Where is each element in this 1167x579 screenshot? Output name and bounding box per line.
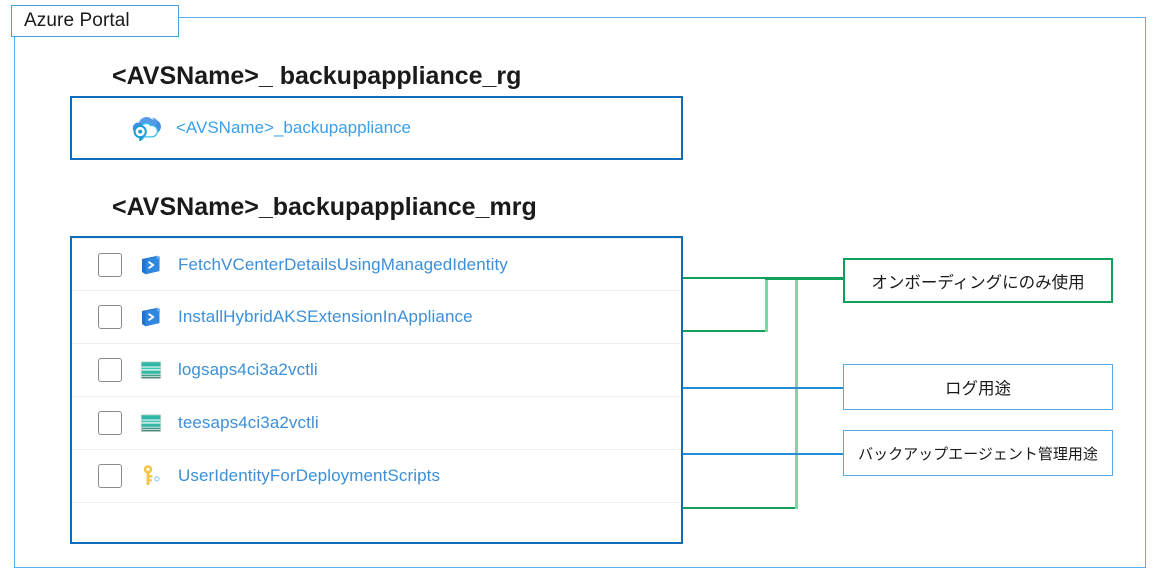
resource-row-installhybridaks[interactable]: InstallHybridAKSExtensionInAppliance xyxy=(72,291,681,344)
resource-name-label: logsaps4ci3a2vctli xyxy=(178,360,318,379)
resource-row-logsaps[interactable]: logsaps4ci3a2vctli xyxy=(72,344,681,397)
row-checkbox[interactable] xyxy=(98,358,122,382)
connector-row2-to-onboarding xyxy=(683,330,767,332)
storage-account-icon xyxy=(138,357,164,383)
resource-name-label: teesaps4ci3a2vctli xyxy=(178,413,319,432)
managed-identity-icon xyxy=(138,463,164,489)
callout-logs: ログ用途 xyxy=(843,364,1113,410)
resource-group-title-mrg: <AVSName>_backupappliance_mrg xyxy=(112,193,537,221)
resource-row-fetchvcenterdetails[interactable]: FetchVCenterDetailsUsingManagedIdentity xyxy=(72,238,681,291)
connector-row3-to-logs xyxy=(683,387,845,389)
row-checkbox[interactable] xyxy=(98,252,122,277)
callout-agent: バックアップエージェント管理用途 xyxy=(843,430,1113,476)
callout-onboarding: オンボーディングにのみ使用 xyxy=(843,258,1113,303)
connector-row4-to-agent xyxy=(683,453,845,455)
connector-vertical-trunk-green xyxy=(795,278,798,509)
deployment-script-icon xyxy=(138,252,164,278)
row-checkbox[interactable] xyxy=(98,464,122,488)
row-checkbox[interactable] xyxy=(98,305,122,329)
resource-group-panel-mrg: FetchVCenterDetailsUsingManagedIdentity … xyxy=(70,236,683,544)
row-checkbox[interactable] xyxy=(98,411,122,435)
resource-name-backup-vault: <AVSName>_backupappliance xyxy=(176,118,412,137)
backup-vault-icon xyxy=(130,113,164,143)
connector-into-onboarding-callout xyxy=(765,277,845,280)
callout-onboarding-label: オンボーディングにのみ使用 xyxy=(871,273,1085,292)
resource-row-teesaps[interactable]: teesaps4ci3a2vctli xyxy=(72,397,681,450)
callout-agent-label: バックアップエージェント管理用途 xyxy=(858,445,1098,463)
deployment-script-icon xyxy=(138,304,164,330)
resource-group-panel-rg: <AVSName>_backupappliance xyxy=(70,96,683,160)
azure-portal-tab-label: Azure Portal xyxy=(24,10,130,31)
connector-row5-to-onboarding xyxy=(683,507,797,509)
resource-name-label: FetchVCenterDetailsUsingManagedIdentity xyxy=(178,254,508,274)
connector-vertical-rows12 xyxy=(765,277,768,332)
resource-row-backup-vault[interactable]: <AVSName>_backupappliance xyxy=(72,113,681,143)
azure-portal-frame xyxy=(14,17,1146,568)
resource-row-partial xyxy=(72,503,681,525)
resource-group-title-rg: <AVSName>_ backupappliance_rg xyxy=(112,62,522,90)
resource-name-label: UserIdentityForDeploymentScripts xyxy=(178,466,441,485)
storage-account-icon xyxy=(138,410,164,436)
resource-row-useridentity[interactable]: UserIdentityForDeploymentScripts xyxy=(72,450,681,503)
resource-name-label: InstallHybridAKSExtensionInAppliance xyxy=(178,307,473,326)
connector-row1-to-onboarding xyxy=(683,277,767,279)
azure-portal-tab: Azure Portal xyxy=(11,5,179,37)
callout-logs-label: ログ用途 xyxy=(945,380,1011,398)
